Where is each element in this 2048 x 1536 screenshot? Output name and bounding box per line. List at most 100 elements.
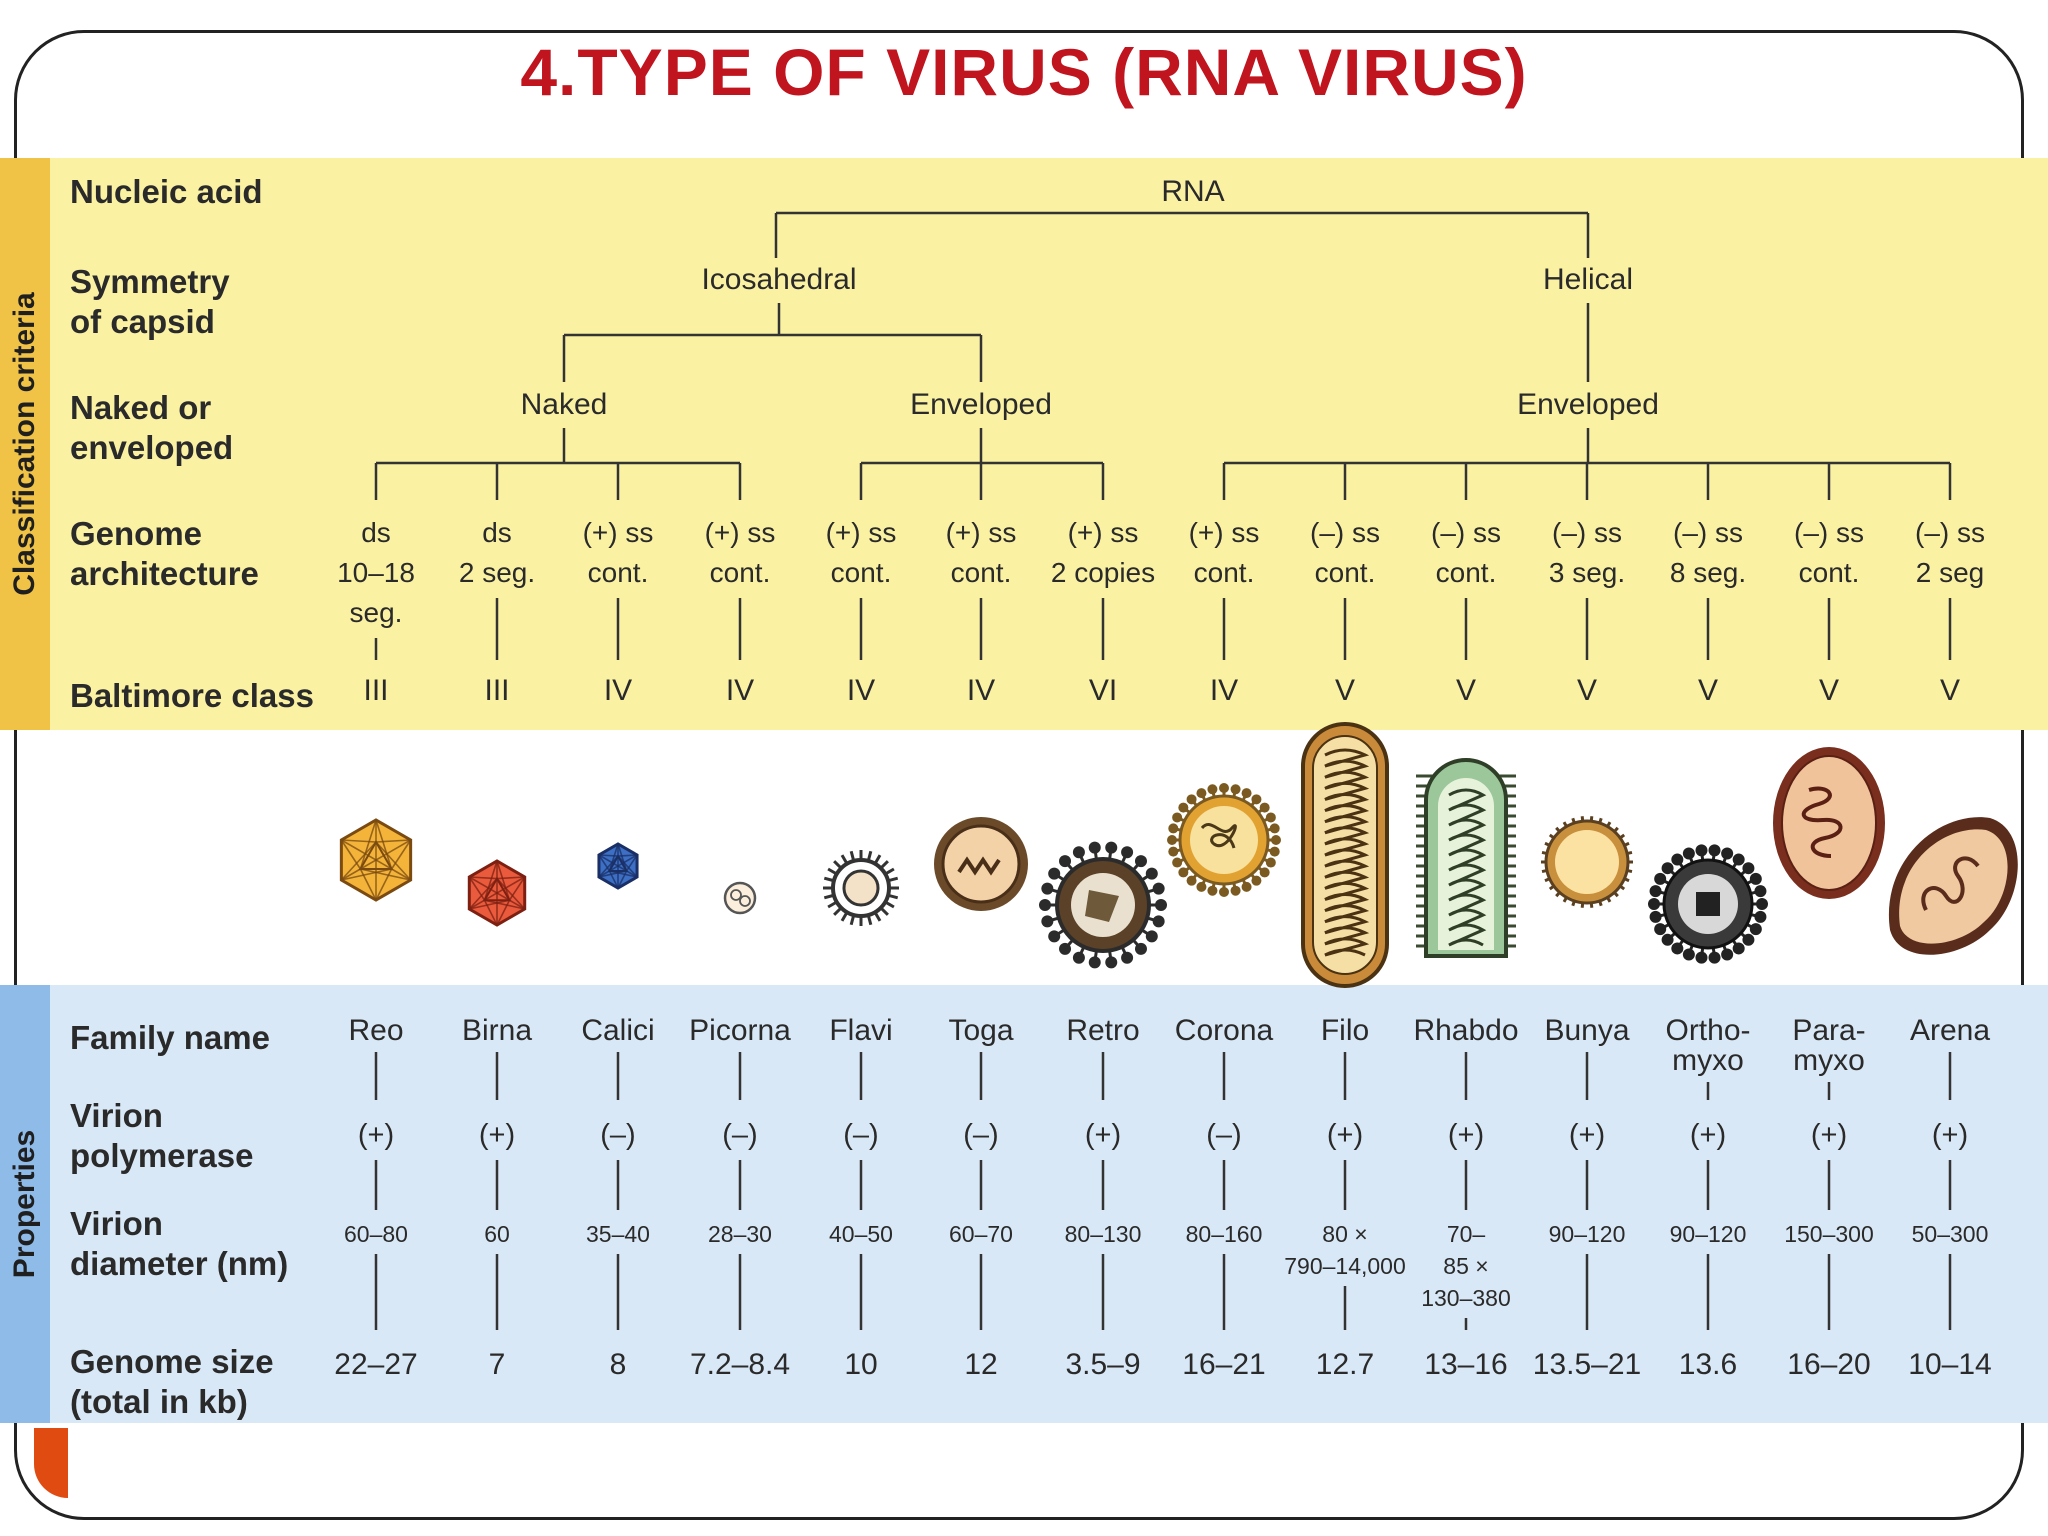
- polymerase-value: (+): [1811, 1119, 1847, 1151]
- baltimore-class-value: IV: [1210, 674, 1238, 707]
- polymerase-value: (+): [1932, 1119, 1968, 1151]
- baltimore-class-value: V: [1577, 674, 1597, 707]
- polymerase-value: (+): [1690, 1119, 1726, 1151]
- genome-architecture-text: (–) ss: [1673, 517, 1743, 548]
- row-label-genome-architecture: Genome architecture: [70, 515, 259, 592]
- genome-size-value: 13.5–21: [1533, 1348, 1641, 1381]
- genome-architecture-text: (+) ss: [705, 517, 776, 548]
- genome-architecture-text: (–) ss: [1915, 517, 1985, 548]
- row-label-family: Family name: [70, 1019, 270, 1056]
- genome-size-value: 10–14: [1908, 1348, 1991, 1381]
- diameter-value: 60: [484, 1221, 510, 1247]
- genome-architecture-text: cont.: [1799, 557, 1860, 588]
- diameter-value: 60–80: [344, 1221, 408, 1247]
- family-name-value: Picorna: [689, 1014, 791, 1047]
- baltimore-class-value: IV: [726, 674, 754, 707]
- diameter-value: 28–30: [708, 1221, 772, 1247]
- row-label-diameter: Virion diameter (nm): [70, 1205, 289, 1282]
- polymerase-value: (+): [1085, 1119, 1121, 1151]
- row-label-nucleic-acid: Nucleic acid: [70, 173, 263, 210]
- genome-size-value: 22–27: [334, 1348, 417, 1381]
- bunya-virion-icon: [1541, 816, 1633, 908]
- family-name-value: Para-: [1792, 1014, 1865, 1047]
- genome-architecture-text: cont.: [1315, 557, 1376, 588]
- baltimore-class-value: V: [1456, 674, 1476, 707]
- helical-node-label: Helical: [1543, 263, 1633, 296]
- baltimore-class-value: V: [1819, 674, 1839, 707]
- genome-architecture-text: (–) ss: [1310, 517, 1380, 548]
- row-label-symmetry: Symmetry of capsid: [70, 263, 230, 340]
- genome-architecture-text: 2 copies: [1051, 557, 1155, 588]
- baltimore-class-value: III: [484, 674, 509, 707]
- family-name-value: Arena: [1910, 1014, 1990, 1047]
- genome-architecture-text: (+) ss: [1189, 517, 1260, 548]
- genome-architecture-text: 2 seg: [1916, 557, 1985, 588]
- family-name-value: Toga: [948, 1014, 1013, 1047]
- toga-virion-icon: [934, 817, 1028, 911]
- polymerase-value: (+): [479, 1119, 515, 1151]
- baltimore-class-value: IV: [604, 674, 632, 707]
- family-name-value: Flavi: [829, 1014, 892, 1047]
- family-name-value: Retro: [1066, 1014, 1139, 1047]
- polymerase-value: (–): [600, 1119, 635, 1151]
- classification-band: [0, 158, 2048, 730]
- genome-architecture-text: (–) ss: [1552, 517, 1622, 548]
- row-label-baltimore: Baltimore class: [70, 677, 314, 714]
- genome-architecture-text: (+) ss: [1068, 517, 1139, 548]
- family-name-value: Calici: [581, 1014, 654, 1047]
- baltimore-class-value: IV: [967, 674, 995, 707]
- genome-architecture-text: (–) ss: [1794, 517, 1864, 548]
- picorna-virion-icon: [723, 881, 757, 915]
- row-label-polymerase: Virion polymerase: [70, 1097, 254, 1174]
- slide-frame: [14, 30, 2024, 1520]
- flavi-virion-icon: [823, 850, 899, 926]
- genome-size-value: 16–20: [1787, 1348, 1870, 1381]
- reo-virion-icon: [339, 818, 413, 902]
- polymerase-value: (+): [358, 1119, 394, 1151]
- family-name-value: myxo: [1793, 1044, 1865, 1077]
- genome-architecture-text: (–) ss: [1431, 517, 1501, 548]
- genome-size-value: 8: [610, 1348, 627, 1381]
- classification-strip: [0, 158, 50, 730]
- genome-size-value: 7: [489, 1348, 506, 1381]
- polymerase-value: (+): [1569, 1119, 1605, 1151]
- polymerase-value: (–): [722, 1119, 757, 1151]
- rhabdo-virion-icon: [1416, 758, 1516, 958]
- genome-architecture-text: (+) ss: [826, 517, 897, 548]
- genome-architecture-text: cont.: [1436, 557, 1497, 588]
- genome-size-value: 10: [844, 1348, 877, 1381]
- row-label-genome-size: Genome size (total in kb): [70, 1343, 274, 1420]
- genome-size-value: 13–16: [1424, 1348, 1507, 1381]
- slide-title: 4.TYPE OF VIRUS (RNA VIRUS): [520, 35, 1528, 109]
- rna-node-label: RNA: [1161, 175, 1224, 208]
- baltimore-class-value: VI: [1089, 674, 1117, 707]
- genome-size-value: 12.7: [1316, 1348, 1374, 1381]
- orthomyxo-virion-icon: [1648, 844, 1768, 964]
- retro-virion-icon: [1039, 841, 1167, 969]
- diameter-value: 150–300: [1784, 1221, 1874, 1247]
- baltimore-class-value: III: [363, 674, 388, 707]
- genome-architecture-text: ds: [361, 517, 391, 548]
- genome-architecture-text: 10–18: [337, 557, 415, 588]
- polymerase-value: (+): [1448, 1119, 1484, 1151]
- genome-architecture-text: 2 seg.: [459, 557, 535, 588]
- diameter-value: 80–130: [1065, 1221, 1142, 1247]
- diameter-value: 50–300: [1912, 1221, 1989, 1247]
- baltimore-class-value: V: [1940, 674, 1960, 707]
- calici-virion-icon: [597, 842, 639, 890]
- diameter-value: 60–70: [949, 1221, 1013, 1247]
- baltimore-class-value: V: [1698, 674, 1718, 707]
- genome-size-value: 13.6: [1679, 1348, 1737, 1381]
- genome-architecture-text: cont.: [710, 557, 771, 588]
- genome-architecture-text: 8 seg.: [1670, 557, 1746, 588]
- genome-size-value: 16–21: [1182, 1348, 1265, 1381]
- baltimore-class-value: V: [1335, 674, 1355, 707]
- genome-size-value: 3.5–9: [1065, 1348, 1140, 1381]
- polymerase-value: (–): [963, 1119, 998, 1151]
- genome-size-value: 7.2–8.4: [690, 1348, 790, 1381]
- properties-strip: [0, 985, 50, 1423]
- genome-architecture-text: cont.: [831, 557, 892, 588]
- icosahedral-node-label: Icosahedral: [701, 263, 856, 296]
- genome-architecture-text: 3 seg.: [1549, 557, 1625, 588]
